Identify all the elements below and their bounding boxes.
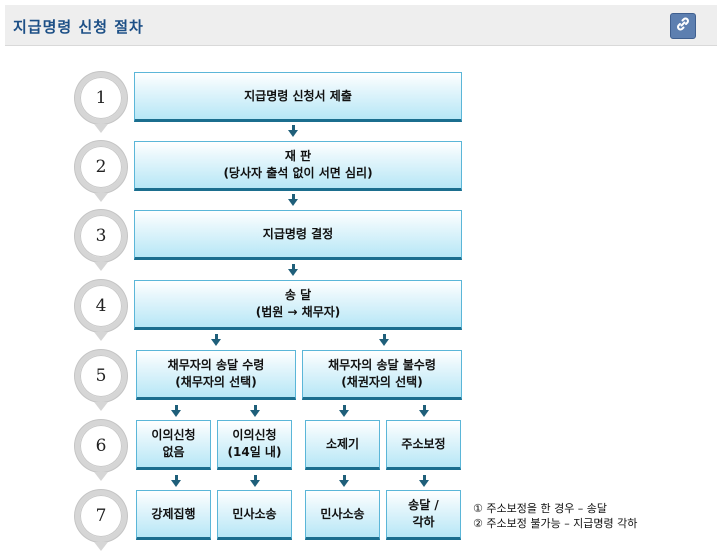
- step-5-branch-received: 채무자의 송달 수령 (채무자의 선택): [136, 350, 296, 400]
- step-5-branch-not-received: 채무자의 송달 불수령 (채권자의 선택): [302, 350, 462, 400]
- step-number-3: 3: [75, 210, 127, 271]
- step-6-address-correction: 주소보정: [386, 420, 461, 470]
- arrow-down: [419, 475, 429, 487]
- step-1-text: 지급명령 신청서 제출: [244, 88, 352, 103]
- step-number-6: 6: [75, 420, 127, 481]
- step-6d-text: 주소보정: [401, 436, 446, 451]
- link-icon: [675, 16, 691, 36]
- arrow-down: [250, 475, 260, 487]
- arrow-down: [288, 194, 298, 206]
- step-7d-text-line2: 각하: [412, 515, 435, 529]
- page-header: 지급명령 신청 절차: [5, 5, 717, 46]
- step-7-enforcement: 강제집행: [136, 490, 211, 540]
- step-7a-text: 강제집행: [151, 506, 196, 521]
- step-7-civil-suit: 민사소송: [217, 490, 292, 540]
- step-6-objection-14-days: 이의신청 (14일 내): [217, 420, 292, 470]
- footnote-2: ② 주소보정 불가능 – 지급명령 각하: [473, 517, 638, 530]
- step-5a-text-line2: (채무자의 선택): [175, 375, 257, 389]
- step-3-box: 지급명령 결정: [134, 210, 462, 260]
- step-5b-text-line2: (채권자의 선택): [341, 375, 423, 389]
- step-2-text-line2: (당사자 출석 없이 서면 심리): [223, 166, 373, 180]
- step-7-civil-suit-2: 민사소송: [305, 490, 380, 540]
- step-number-5: 5: [75, 350, 127, 411]
- arrow-down: [171, 475, 181, 487]
- step-1-box: 지급명령 신청서 제출: [134, 72, 462, 122]
- step-2-box: 재 판 (당사자 출석 없이 서면 심리): [134, 141, 462, 191]
- step-4-box: 송 달 (법원 → 채무자): [134, 280, 462, 330]
- step-6a-text-line1: 이의신청: [151, 428, 196, 442]
- step-4-text-line1: 송 달: [284, 288, 312, 302]
- step-5b-text-line1: 채무자의 송달 불수령: [328, 358, 436, 372]
- step-2-text-line1: 재 판: [284, 149, 312, 163]
- arrow-down: [171, 405, 181, 417]
- page-title: 지급명령 신청 절차: [13, 18, 144, 36]
- step-7b-text: 민사소송: [232, 506, 277, 521]
- step-3-text: 지급명령 결정: [262, 226, 334, 241]
- step-number-4: 4: [75, 280, 127, 341]
- arrow-down: [419, 405, 429, 417]
- step-6b-text-line1: 이의신청: [232, 428, 277, 442]
- step-number-7: 7: [75, 490, 127, 551]
- arrow-down: [339, 475, 349, 487]
- step-number-2: 2: [75, 141, 127, 202]
- step-6-lawsuit: 소제기: [305, 420, 380, 470]
- step-6-no-objection: 이의신청 없음: [136, 420, 211, 470]
- arrow-down: [339, 405, 349, 417]
- step-7c-text: 민사소송: [320, 506, 365, 521]
- step-5a-text-line1: 채무자의 송달 수령: [167, 358, 265, 372]
- arrow-down: [250, 405, 260, 417]
- footnotes: ① 주소보정을 한 경우 – 송달 ② 주소보정 불가능 – 지급명령 각하: [473, 501, 637, 531]
- arrow-down: [288, 264, 298, 276]
- step-4-text-line2: (법원 → 채무자): [255, 305, 341, 319]
- step-6c-text: 소제기: [325, 436, 360, 451]
- step-6b-text-line2: (14일 내): [227, 445, 282, 459]
- step-7-service-dismissal: 송달 / 각하: [386, 490, 461, 540]
- step-number-1: 1: [75, 72, 127, 133]
- arrow-down: [379, 334, 389, 346]
- step-7d-text-line1: 송달 /: [408, 498, 439, 512]
- link-button[interactable]: [670, 13, 696, 39]
- step-6a-text-line2: 없음: [162, 445, 185, 459]
- footnote-1: ① 주소보정을 한 경우 – 송달: [473, 502, 608, 515]
- arrow-down: [288, 125, 298, 137]
- arrow-down: [211, 334, 221, 346]
